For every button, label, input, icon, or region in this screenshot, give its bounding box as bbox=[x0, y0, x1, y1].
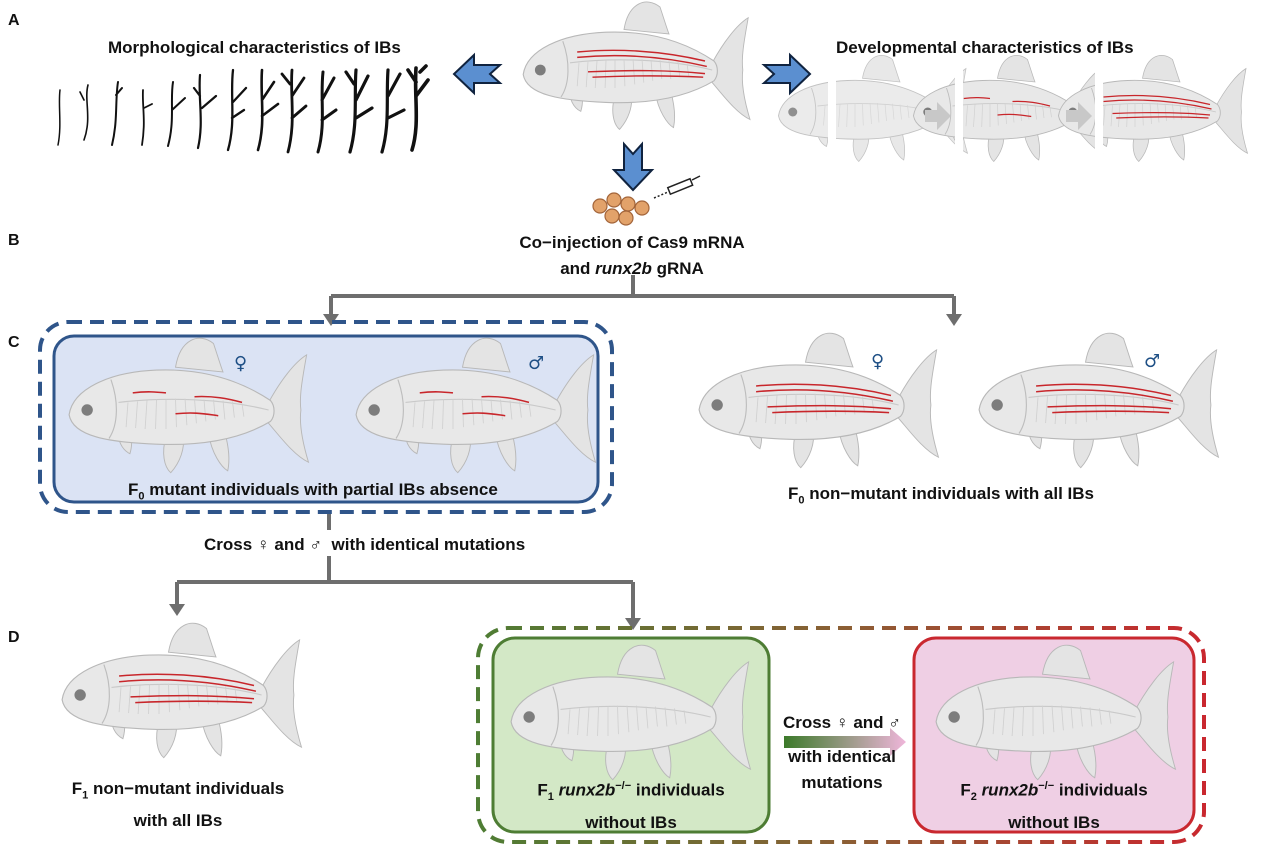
gradient-arrow-icon bbox=[784, 728, 906, 756]
injection-line2: and runx2b gRNA bbox=[560, 259, 704, 278]
blue-arrow-left-icon bbox=[453, 54, 501, 94]
morphology-title: Morphological characteristics of IBs bbox=[108, 38, 401, 57]
mutant-dashed-frame bbox=[38, 320, 614, 514]
female-symbol: ♀ bbox=[871, 351, 885, 372]
panel-label-b: B bbox=[8, 232, 20, 249]
grey-arrow-icon bbox=[1066, 102, 1092, 130]
connector-c-to-d bbox=[175, 514, 635, 618]
f1-nonmutant-label: F1 non−mutant individuals with all IBs bbox=[71, 779, 285, 831]
connector-b-to-c bbox=[329, 275, 956, 316]
blue-arrow-right-icon bbox=[763, 54, 811, 94]
f0-nonmutant-label: F0 non−mutant individuals with all IBs bbox=[788, 484, 1095, 507]
injection-label: Co−injection of Cas9 mRNA and runx2b gRN… bbox=[500, 230, 764, 282]
development-stages bbox=[778, 54, 1248, 170]
blue-arrow-down-icon bbox=[613, 143, 653, 191]
knockout-dashed-frame bbox=[476, 626, 1206, 844]
cross-label-2: Cross ♀ and ♂ with identical mutations bbox=[782, 713, 902, 792]
arrowhead-icon bbox=[625, 618, 641, 630]
f0-nonmutant-female-fish bbox=[698, 332, 940, 469]
f0-mutant-label: F0 mutant individuals with partial IBs a… bbox=[128, 480, 498, 503]
syringe-icon bbox=[653, 175, 701, 199]
grey-arrow-icon bbox=[925, 102, 951, 130]
female-symbol: ♀ bbox=[234, 353, 248, 374]
ib-morphology-sketches bbox=[57, 64, 430, 154]
arrowhead-icon bbox=[946, 314, 962, 326]
panel-label-a: A bbox=[8, 12, 20, 29]
f1-nonmutant-fish bbox=[61, 622, 303, 759]
panel-label-c: C bbox=[8, 334, 20, 351]
male-symbol: ♂ bbox=[1144, 351, 1161, 372]
top-fish-illustration bbox=[522, 1, 751, 130]
f1-knockout-label: F1 runx2b−/− individuals without IBs bbox=[537, 780, 725, 833]
cross-label-1: Cross ♀ and ♂ with identical mutations bbox=[204, 535, 526, 554]
injection-line1: Co−injection of Cas9 mRNA bbox=[519, 233, 745, 252]
arrowhead-icon bbox=[323, 314, 339, 326]
panel-label-d: D bbox=[8, 629, 20, 646]
development-title: Developmental characteristics of IBs bbox=[836, 38, 1134, 57]
f2-knockout-label: F2 runx2b−/− individuals without IBs bbox=[960, 780, 1148, 833]
embryo-cluster-icon bbox=[592, 192, 650, 226]
male-symbol: ♂ bbox=[528, 353, 545, 374]
arrowhead-icon bbox=[169, 604, 185, 616]
f0-nonmutant-male-fish bbox=[978, 332, 1220, 469]
